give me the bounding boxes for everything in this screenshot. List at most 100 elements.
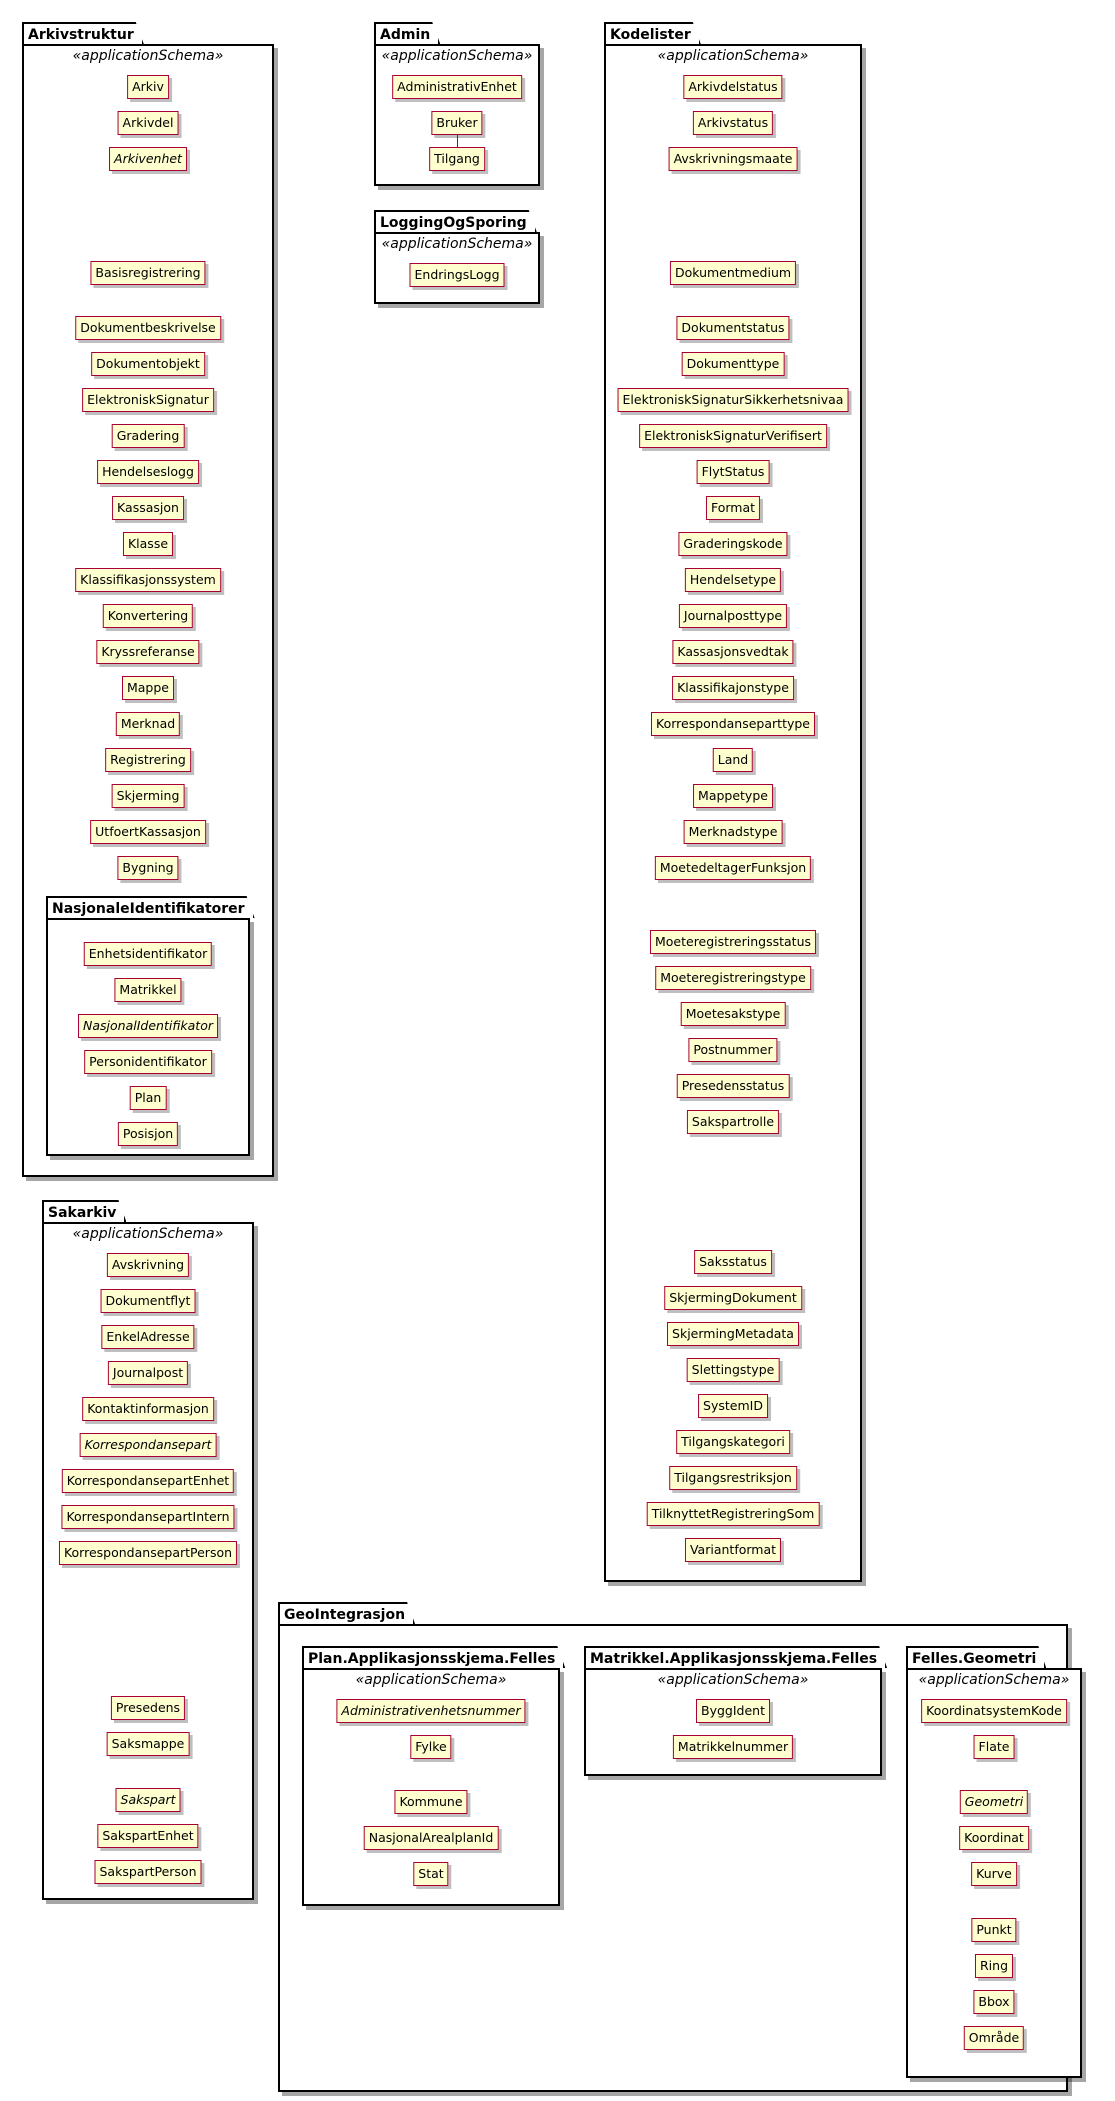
class-box[interactable]: Arkivstatus [692, 111, 774, 135]
class-box[interactable]: Punkt [971, 1918, 1017, 1942]
package-arkivstruktur[interactable]: Arkivstruktur «applicationSchema» Arkiv … [22, 22, 274, 1177]
package-admin[interactable]: Admin «applicationSchema» AdministrativE… [374, 22, 540, 186]
class-box[interactable]: NasjonalArealplanId [363, 1826, 499, 1850]
class-box[interactable]: SystemID [698, 1394, 768, 1418]
class-box[interactable]: Journalpost [107, 1361, 189, 1385]
class-box[interactable]: Avskrivning [106, 1253, 190, 1277]
class-box[interactable]: Moetesakstype [680, 1002, 786, 1026]
class-box[interactable]: NasjonalIdentifikator [78, 1014, 218, 1038]
class-box[interactable]: MoetedeltagerFunksjon [654, 856, 812, 880]
class-box[interactable]: Land [712, 748, 754, 772]
class-box[interactable]: Kurve [971, 1862, 1017, 1886]
class-box[interactable]: ElektroniskSignatur [82, 388, 214, 412]
class-box[interactable]: Arkivenhet [109, 147, 187, 171]
class-box[interactable]: Korrespondanseparttype [651, 712, 815, 736]
class-box[interactable]: KorrespondansepartPerson [58, 1541, 238, 1565]
class-box[interactable]: Presedensstatus [676, 1074, 790, 1098]
class-box[interactable]: KorrespondansepartIntern [61, 1505, 235, 1529]
class-box[interactable]: Korrespondansepart [79, 1433, 217, 1457]
class-box[interactable]: Geometri [959, 1790, 1029, 1814]
class-box[interactable]: Format [705, 496, 761, 520]
class-box[interactable]: ByggIdent [696, 1699, 770, 1723]
class-box[interactable]: Kassasjonsvedtak [672, 640, 794, 664]
class-box[interactable]: Område [963, 2026, 1025, 2050]
class-box[interactable]: Mappetype [693, 784, 773, 808]
class-box[interactable]: SkjermingMetadata [667, 1322, 799, 1346]
class-box[interactable]: FlytStatus [696, 460, 770, 484]
package-matrikkel-applikasjonsskjema-felles[interactable]: Matrikkel.Applikasjonsskjema.Felles «app… [584, 1646, 882, 1776]
class-box[interactable]: Saksmappe [106, 1732, 190, 1756]
class-box[interactable]: Dokumentflyt [100, 1289, 196, 1313]
class-box[interactable]: UtfoertKassasjon [90, 820, 206, 844]
package-plan-applikasjonsskjema-felles[interactable]: Plan.Applikasjonsskjema.Felles «applicat… [302, 1646, 560, 1906]
class-box[interactable]: Konvertering [102, 604, 194, 628]
class-box[interactable]: SakspartEnhet [97, 1824, 199, 1848]
class-box[interactable]: Variantformat [684, 1538, 782, 1562]
class-box[interactable]: Mappe [121, 676, 175, 700]
class-box[interactable]: Sakspartrolle [686, 1110, 780, 1134]
class-box[interactable]: Merknad [115, 712, 181, 736]
class-box[interactable]: Basisregistrering [90, 261, 206, 285]
class-box[interactable]: EnkelAdresse [101, 1325, 195, 1349]
class-box[interactable]: EndringsLogg [409, 263, 505, 287]
class-box[interactable]: Bbox [973, 1990, 1015, 2014]
class-box[interactable]: KorrespondansepartEnhet [61, 1469, 235, 1493]
class-box[interactable]: Registrering [105, 748, 191, 772]
class-box[interactable]: Klassifikasjonssystem [75, 568, 221, 592]
class-box[interactable]: Koordinat [959, 1826, 1029, 1850]
class-box[interactable]: Presedens [110, 1696, 186, 1720]
class-box[interactable]: Flate [973, 1735, 1015, 1759]
package-felles-geometri[interactable]: Felles.Geometri «applicationSchema» Koor… [906, 1646, 1082, 2078]
class-box[interactable]: Moeteregistreringsstatus [649, 930, 817, 954]
class-box[interactable]: Matrikkelnummer [672, 1735, 794, 1759]
class-box[interactable]: Tilgangsrestriksjon [669, 1466, 797, 1490]
class-box[interactable]: Administrativenhetsnummer [336, 1699, 526, 1723]
package-kodelister[interactable]: Kodelister «applicationSchema» Arkivdels… [604, 22, 862, 1582]
class-box[interactable]: Dokumentbeskrivelse [75, 316, 221, 340]
class-box[interactable]: Tilgang [429, 147, 485, 171]
class-box[interactable]: Kommune [394, 1790, 468, 1814]
class-box[interactable]: AdministrativEnhet [392, 75, 522, 99]
package-sakarkiv[interactable]: Sakarkiv «applicationSchema» Avskrivning… [42, 1200, 254, 1900]
class-box[interactable]: Ring [974, 1954, 1014, 1978]
class-box[interactable]: Saksstatus [694, 1250, 772, 1274]
class-box[interactable]: Postnummer [688, 1038, 778, 1062]
class-box[interactable]: Moeteregistreringstype [655, 966, 811, 990]
class-box[interactable]: Slettingstype [686, 1358, 780, 1382]
class-box[interactable]: Kontaktinformasjon [82, 1397, 214, 1421]
class-box[interactable]: Arkivdel [117, 111, 179, 135]
class-box[interactable]: Skjerming [111, 784, 185, 808]
class-box[interactable]: Hendelseslogg [97, 460, 199, 484]
class-box[interactable]: ElektroniskSignaturSikkerhetsnivaa [617, 388, 849, 412]
package-nasjonale-identifikatorer[interactable]: NasjonaleIdentifikatorer Enhetsidentifik… [46, 896, 250, 1156]
class-box[interactable]: Dokumentobjekt [91, 352, 205, 376]
class-box[interactable]: Graderingskode [678, 532, 788, 556]
class-box[interactable]: Matrikkel [114, 978, 182, 1002]
class-box[interactable]: TilknyttetRegistreringSom [646, 1502, 820, 1526]
class-box[interactable]: SakspartPerson [94, 1860, 202, 1884]
class-box[interactable]: Dokumenttype [681, 352, 785, 376]
package-logging-og-sporing[interactable]: LoggingOgSporing «applicationSchema» End… [374, 210, 540, 304]
class-box[interactable]: Personidentifikator [84, 1050, 212, 1074]
class-box[interactable]: Hendelsetype [684, 568, 782, 592]
class-box[interactable]: Gradering [111, 424, 185, 448]
class-box[interactable]: Plan [129, 1086, 167, 1110]
class-box[interactable]: Tilgangskategori [676, 1430, 790, 1454]
class-box[interactable]: Avskrivningsmaate [668, 147, 798, 171]
class-box[interactable]: ElektroniskSignaturVerifisert [639, 424, 827, 448]
class-box[interactable]: Posisjon [117, 1122, 179, 1146]
class-box[interactable]: Merknadstype [683, 820, 783, 844]
class-box[interactable]: Arkiv [127, 75, 169, 99]
class-box[interactable]: KoordinatsystemKode [921, 1699, 1067, 1723]
class-box[interactable]: Dokumentmedium [669, 261, 797, 285]
class-box[interactable]: Sakspart [115, 1788, 181, 1812]
class-box[interactable]: Kryssreferanse [96, 640, 200, 664]
class-box[interactable]: SkjermingDokument [664, 1286, 802, 1310]
class-box[interactable]: Arkivdelstatus [683, 75, 783, 99]
class-box[interactable]: Fylke [410, 1735, 452, 1759]
class-box[interactable]: Stat [413, 1862, 449, 1886]
class-box[interactable]: Dokumentstatus [676, 316, 790, 340]
class-box[interactable]: Bygning [117, 856, 179, 880]
package-geointegrasjon[interactable]: GeoIntegrasjon Plan.Applikasjonsskjema.F… [278, 1602, 1082, 2092]
class-box[interactable]: Enhetsidentifikator [83, 942, 213, 966]
